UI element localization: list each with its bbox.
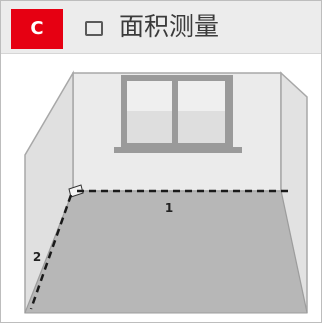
measurement-line-2 [29, 194, 73, 310]
window [114, 75, 242, 153]
mode-letter: C [30, 18, 44, 39]
measurement-label-1: 1 [165, 201, 173, 215]
laser-device-marker [68, 184, 84, 198]
area-square-icon [85, 21, 103, 36]
room-illustration: 1 2 [24, 70, 308, 314]
mode-badge[interactable]: C [11, 9, 63, 49]
measurement-label-2: 2 [33, 250, 41, 264]
mode-header: C 面积测量 [1, 1, 321, 54]
mode-title: 面积测量 [119, 12, 220, 41]
